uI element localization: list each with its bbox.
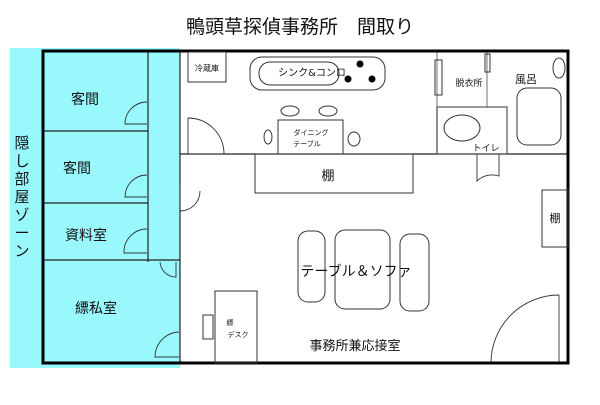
shelf-right-label: 棚	[550, 211, 561, 225]
zone-char: し	[14, 152, 29, 170]
dining-label-1: ダイニング	[294, 128, 329, 137]
room-office: 事務所兼応接室	[309, 338, 400, 354]
desk	[214, 290, 258, 364]
room-private: 縹私室	[75, 300, 117, 317]
fridge-label: 冷蔵庫	[195, 63, 219, 73]
doors	[123, 101, 560, 364]
chair	[263, 129, 273, 145]
shelf-right	[541, 189, 569, 248]
desk-label-2: デスク	[228, 330, 249, 339]
bath-basin	[552, 57, 566, 79]
sink-stove-counter	[249, 56, 386, 91]
coffee-table	[334, 229, 391, 310]
sofa-left	[297, 230, 326, 303]
bathtub	[516, 87, 562, 146]
chair	[347, 131, 361, 147]
room-guest-1: 客間	[71, 91, 99, 108]
sink	[258, 61, 340, 86]
chair	[318, 105, 338, 117]
room-bath: 風呂	[515, 73, 537, 86]
chair	[280, 105, 300, 117]
hidden-room-zone	[10, 48, 180, 368]
table-sofa-label: テーブル＆ソファ	[300, 263, 411, 280]
zone-char: 屋	[14, 188, 29, 206]
zone-char: 隠	[14, 134, 29, 152]
room-guest-2: 客間	[63, 160, 91, 177]
zone-char: ー	[14, 224, 29, 242]
desk-label-1: 縹	[227, 318, 234, 327]
hidden-zone-label: 隠 し 部 屋 ゾ ー ン	[14, 134, 29, 260]
stove-burners	[344, 60, 376, 83]
washer-1	[434, 59, 443, 96]
dining-table	[277, 119, 344, 155]
sofa-right	[399, 233, 430, 312]
room-toilet: トイレ	[472, 144, 499, 154]
plan-title: 鴨頭草探偵事務所 間取り	[186, 16, 414, 38]
room-archive: 資料室	[65, 227, 107, 244]
toilet-bowl	[443, 114, 481, 142]
shelf-center-label: 棚	[321, 169, 334, 184]
shelf-center	[254, 153, 414, 194]
zone-char: ゾ	[14, 206, 29, 224]
dining-label-2: テーブル	[293, 139, 321, 148]
room-changing: 脱衣所	[455, 77, 482, 89]
desk-chair	[202, 314, 214, 340]
zone-char: 部	[14, 170, 29, 188]
sink-stove-label: シンク&コンロ	[278, 67, 346, 79]
fridge	[187, 51, 227, 83]
zone-char: ン	[14, 242, 29, 260]
washer-2	[484, 53, 491, 73]
